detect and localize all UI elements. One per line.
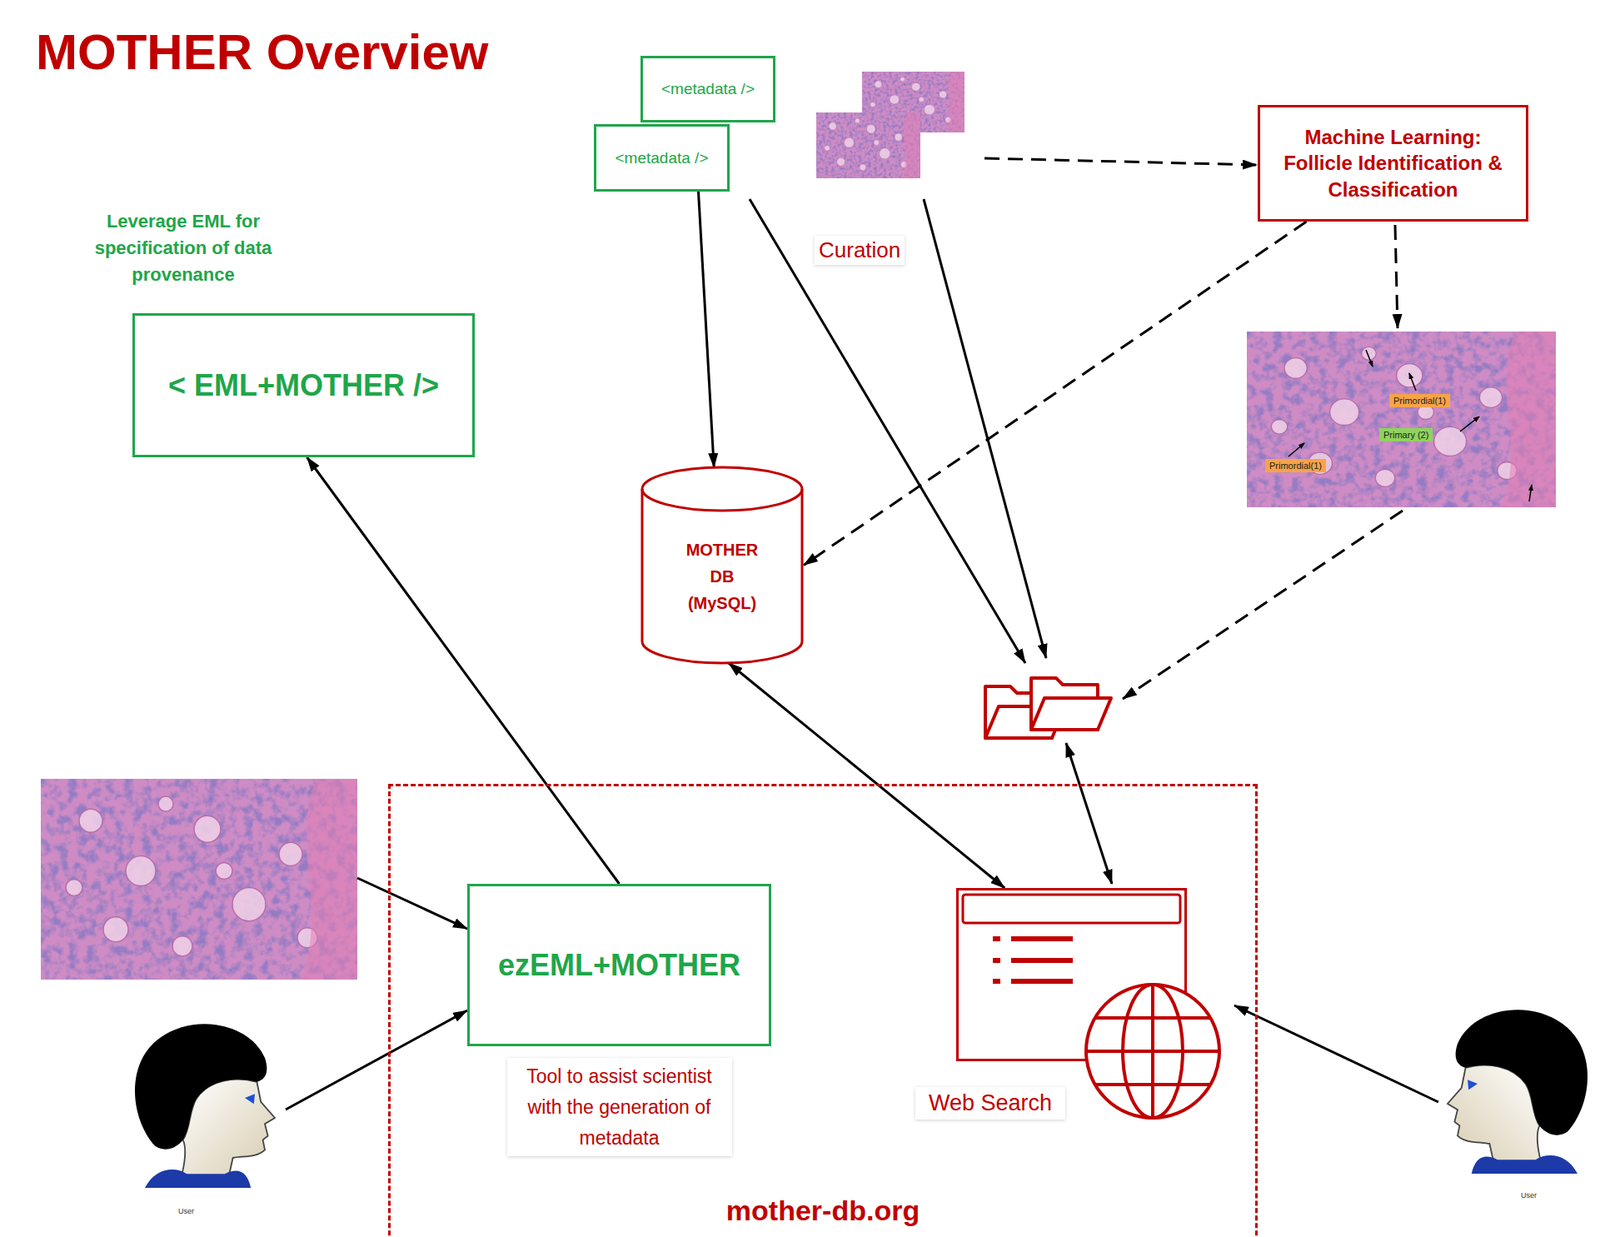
- node-label: Web Search: [915, 1086, 1066, 1120]
- browser-icon: [992, 936, 1001, 942]
- schema-box: Leverage EML for specification of data p…: [79, 208, 475, 458]
- annotated-image: [1529, 484, 1532, 502]
- annotated-image: [1409, 373, 1416, 391]
- cylinder-outline: [642, 488, 803, 511]
- class-tag-holder: Primary (2): [1379, 428, 1433, 442]
- title: MOTHER Overview: [35, 23, 489, 81]
- browser-icon: [1095, 1082, 1212, 1087]
- flow-arrow: [357, 877, 468, 929]
- browser-icon: [992, 978, 1001, 984]
- box-text: <metadata />: [661, 79, 755, 99]
- class-tag-holder: Primordial(1): [1265, 458, 1326, 473]
- tool-box: ezEML+MOTHER Tool to assist scientist wit…: [467, 883, 772, 1157]
- step-label: Curation: [814, 235, 905, 265]
- browser-icon: [1086, 984, 1220, 1118]
- metadata-box: <metadata />: [593, 124, 730, 192]
- website-region: mother-db.org ezEML+MOTHER Tool to assist …: [388, 783, 1258, 1237]
- database-label: MOTHER DB (MySQL): [686, 536, 759, 617]
- browser-icon: [956, 887, 1187, 1062]
- user-label: User: [178, 1206, 195, 1216]
- connector: [698, 191, 715, 468]
- flow-arrow: [1066, 742, 1112, 884]
- web-search-icon: Web Search: [915, 887, 1224, 1129]
- browser-icon: [1011, 957, 1073, 963]
- cylinder-outline: [640, 467, 804, 663]
- user-label-holder: User: [178, 1206, 195, 1216]
- histology-image: [816, 112, 921, 179]
- box-text: < EML+MOTHER />: [168, 368, 439, 404]
- heading-text: Leverage EML for specification of data p…: [79, 208, 288, 289]
- dashed-arrow: [984, 158, 1257, 165]
- browser-icon: [962, 894, 1181, 923]
- class-tag-holder: Primordial(1): [1389, 393, 1451, 408]
- browser-outline: [956, 887, 1187, 1062]
- histology-image: [816, 71, 965, 179]
- tool-outline: ezEML+MOTHER: [467, 883, 772, 1047]
- box-text: Machine Learning: Follicle Identificatio…: [1270, 124, 1516, 203]
- user-icon: [1467, 1079, 1478, 1090]
- user-icon: [134, 1023, 267, 1149]
- class-tag: Primary (2): [1379, 428, 1433, 442]
- region-label: mother-db.org: [390, 1194, 1256, 1227]
- folder-icon: [985, 677, 1112, 738]
- user-label-holder: User: [1520, 1191, 1537, 1200]
- user-icon: [1455, 1009, 1588, 1135]
- class-tag: Primordial(1): [1265, 458, 1326, 473]
- browser-icon: [1011, 978, 1073, 984]
- user-icon: [144, 1169, 251, 1188]
- dashed-arrow: [1122, 510, 1403, 699]
- histology-image: [40, 778, 358, 980]
- user-label: User: [1520, 1191, 1537, 1200]
- browser-icon: [992, 957, 1001, 963]
- dashed-connector: [803, 221, 1307, 566]
- flow-arrow: [1234, 1005, 1439, 1102]
- browser-icon: [1011, 936, 1073, 942]
- box-text: ezEML+MOTHER: [498, 947, 741, 983]
- dashed-arrow: [1395, 224, 1398, 329]
- user-icon: [1471, 1155, 1578, 1174]
- folder-icon: [1031, 677, 1112, 730]
- title-holder: MOTHER Overview: [35, 23, 489, 81]
- connector: [307, 457, 620, 884]
- annotated-image: [1246, 331, 1556, 508]
- connector: [728, 662, 1005, 888]
- histology-image: [40, 778, 358, 980]
- box-text: <metadata />: [615, 149, 709, 168]
- metadata-box: <metadata />: [640, 55, 776, 123]
- user-icon: [134, 1023, 275, 1188]
- schema-outline: < EML+MOTHER />: [132, 313, 475, 458]
- annotated-image: [1288, 443, 1305, 457]
- annotated-image: [1288, 349, 1532, 502]
- process-box: Machine Learning: Follicle Identificatio…: [1257, 104, 1529, 222]
- browser-icon: [1086, 1049, 1220, 1053]
- browser-icon: [1095, 1016, 1212, 1020]
- annotated-image: [1460, 416, 1480, 432]
- step-label-holder: Curation: [814, 235, 905, 265]
- description-text: Tool to assist scientist with the genera…: [507, 1057, 733, 1157]
- user-icon: [1447, 1009, 1588, 1174]
- annotated-image: [1246, 331, 1556, 508]
- database-cylinder: MOTHER DB (MySQL): [640, 467, 804, 663]
- browser-icon: [1086, 984, 1220, 1118]
- flow-arrow: [923, 199, 1047, 658]
- cylinder-outline: [642, 467, 803, 663]
- flow-arrow: [285, 1010, 468, 1110]
- class-tag: Primordial(1): [1389, 393, 1451, 408]
- user-icon: [244, 1093, 255, 1104]
- folder-icon: [1031, 697, 1112, 730]
- annotated-image: [1365, 349, 1373, 367]
- dashed-arrow: [984, 158, 1403, 699]
